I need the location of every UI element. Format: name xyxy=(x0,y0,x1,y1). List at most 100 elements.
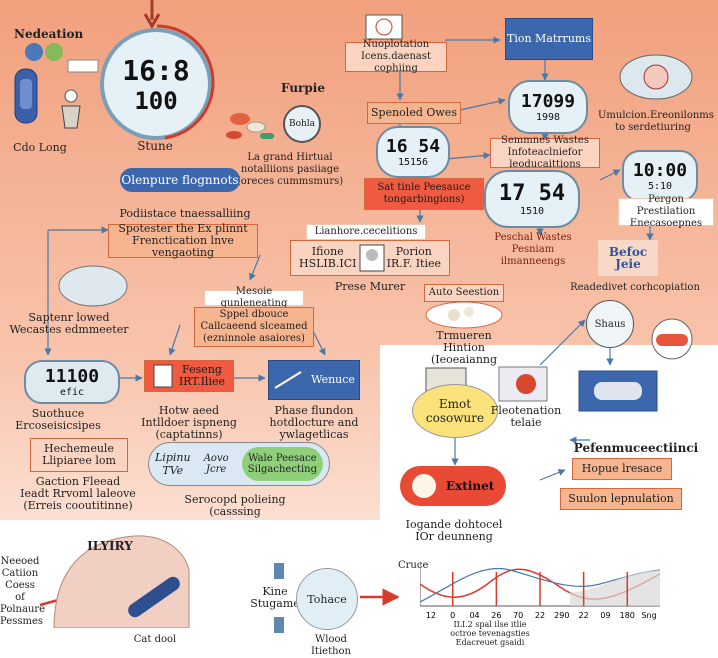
device-label: Cdo Long xyxy=(13,141,67,154)
big-monitor: 16:8 100 xyxy=(100,28,212,140)
hechemele-box: Hechemeule Llipiaree lom xyxy=(30,438,128,472)
chart-title: Cruce xyxy=(398,560,429,571)
lcd-1654-line1: 16 54 xyxy=(385,136,441,157)
lcd-1654: 16 54 15156 xyxy=(376,126,450,178)
chart-tick-label: 0 xyxy=(450,611,455,620)
feseng-caption: Hotw aeed Intlldoer ispneng (captatinns) xyxy=(141,404,237,441)
furpie-caption: La grand Hirtual notalliions pasiiage (o… xyxy=(236,152,344,187)
lcd-1654-line2: 15156 xyxy=(397,157,429,168)
feseng-label: Feseng IRT.Iliee xyxy=(178,363,225,388)
umulcion-text: Umulcion.Ereonilonms to serdetiuring xyxy=(598,110,714,133)
wenuce-label: Wenuce xyxy=(311,373,355,386)
lcd-1799: 17099 1998 xyxy=(508,80,588,134)
kine-caption: Wlood Itiethon xyxy=(310,634,351,657)
feseng-box: Feseng IRT.Iliee xyxy=(144,360,234,392)
kine-text: Kine Stugame xyxy=(250,585,300,610)
monitor-label: Stune xyxy=(137,139,173,153)
lianhore-caption: Prese Murer xyxy=(334,280,406,293)
befoc-caption: Readedivet corhcopiation xyxy=(570,282,700,293)
emot-oval: Emot cosowure xyxy=(412,384,498,438)
device-1100-caption: Suothuce Ercoseisicsipes xyxy=(15,407,101,432)
vial-bottom-icon xyxy=(274,617,284,633)
inhaler-device-icon xyxy=(14,68,38,124)
lcd-1799-line2: 1998 xyxy=(535,112,561,123)
brain-scan-icon xyxy=(619,54,693,100)
spenoled-box: Spenoled Owes xyxy=(367,102,461,124)
lipinu-pill: Lipinu TVe Aovo Jcre Wale Peesace Silgac… xyxy=(148,442,330,486)
tion-matrums-label: Tion Matrrums xyxy=(507,32,591,45)
lianhore-panel: Ifione HSLIB.ICI Porion IR.F. Itiee xyxy=(290,240,450,276)
olenpure-box: Spotester the Ex plinnt Frenctication ln… xyxy=(108,223,258,259)
lcd-1754-line1: 17 54 xyxy=(498,181,566,206)
pill-icons xyxy=(25,43,99,73)
chart-tick-label: 22 xyxy=(535,611,545,620)
device-1100-line1: 11100 xyxy=(44,366,100,387)
pefnernec-box1: Hopue lresace xyxy=(572,458,672,480)
chart-note: ILI.2 spal ilse itlie octroe tevenagstie… xyxy=(450,620,530,647)
furpie-title: Furpie xyxy=(281,81,325,95)
nedeation-title: Nedeation xyxy=(14,27,84,41)
pefnernec-box2: Suulon lepnulation xyxy=(560,488,682,510)
lianhore-left: Ifione HSLIB.ICI xyxy=(299,245,357,270)
lipinu-left: Lipinu TVe xyxy=(155,451,191,477)
lcd-1799-line1: 17099 xyxy=(520,91,576,112)
chart-tick-label: 70 xyxy=(513,611,523,620)
hechemele-caption: Gaction Fleead Ieadt Rrvoml laleove (Err… xyxy=(20,475,136,512)
chart-tick-label: 26 xyxy=(491,611,501,620)
exitmet-caption: Iogande dohtocel IOr deunneng xyxy=(405,518,503,543)
pefnernec-header: Pefenmuceectiinci xyxy=(573,441,699,455)
chart-area-grey xyxy=(570,570,660,606)
chart-tick-label: 22 xyxy=(579,611,589,620)
sat-tile-box: Sat tinle Peesauce tongarbingions) xyxy=(364,178,484,210)
chart-tick-label: 09 xyxy=(600,611,610,620)
semmnes-box: Semmnes Wastes Infoteaclniefor leoducait… xyxy=(490,135,600,170)
tion-matrums-box: Tion Matrrums xyxy=(505,18,593,60)
exitmet-pill: Extinet xyxy=(400,466,506,506)
befoc-box: Befoc Jeie xyxy=(598,240,658,276)
furpie-circle: Bohla xyxy=(283,105,321,143)
van-icon xyxy=(578,370,658,412)
injury-title: ILYIRY xyxy=(87,539,133,553)
auto-section-caption: Trmueren Hintion (Ieoeaianng xyxy=(430,329,498,366)
chart-tick-label: Sng xyxy=(641,611,656,620)
lcd-1754: 17 54 1510 xyxy=(484,170,580,228)
lianhore-right: Porion IR.F. Itiee xyxy=(386,245,441,270)
spark-icon xyxy=(412,474,436,498)
nupolotion-icon xyxy=(365,14,403,40)
portrait-icon xyxy=(359,244,385,272)
shaus-circle: Shaus xyxy=(586,300,634,348)
vial-top-icon xyxy=(274,563,284,579)
shoulder-figure-icon xyxy=(53,535,190,628)
injury-caption: Cat dool xyxy=(133,634,177,645)
lipinu-caption: Serocopd polieing (casssing xyxy=(184,493,286,518)
fleotenation-icon xyxy=(498,366,548,402)
big-monitor-line1: 16:8 xyxy=(122,53,190,87)
wenuce-caption: Phase flundon hotdlocture and ywlagetlic… xyxy=(269,404,359,441)
pills-tray-icon xyxy=(425,301,503,329)
left-device-caption: Saptenr lowed Wecastes edmmeeter xyxy=(9,311,129,336)
red-arrow-down-icon xyxy=(143,0,161,29)
injury-left-text: Neeoed Catiion Coess of Polnaure Pessmes xyxy=(0,556,46,627)
chart-tick-label: 180 xyxy=(620,611,635,620)
kine-circle: Tohace xyxy=(296,568,358,630)
lipinu-right: Wale Peesace Silgachecting xyxy=(241,447,323,481)
pergon-box: Pergon Prestilation Enecasoepnes xyxy=(618,194,714,229)
olenpure-pill: Olenpure flognnots xyxy=(120,168,240,192)
red-circular-arrow-icon xyxy=(156,24,215,140)
big-monitor-line2: 100 xyxy=(134,86,178,115)
wenuce-box: Wenuce xyxy=(268,360,360,400)
lipinu-mid: Aovo Jcre xyxy=(203,453,229,475)
lcd-1000-line2: 5:10 xyxy=(647,181,673,192)
device-1100-line2: efic xyxy=(59,387,85,398)
left-device-icon xyxy=(58,265,128,307)
peschal-text: Peschal Wastes Pesniam ilmanneengs xyxy=(494,232,572,267)
chart-tick-label: 04 xyxy=(469,611,479,620)
olenpure-heading: Podiistace tnaessalliing xyxy=(119,207,251,220)
mesoie-box: Sppel dbouce Callcaeend slceamed (ezninn… xyxy=(194,307,314,347)
device-1100: 11100 efic xyxy=(24,360,120,404)
cup-icon xyxy=(61,89,81,129)
capsule-icon xyxy=(651,318,693,360)
portrait-icon xyxy=(153,364,173,388)
mesoie-header: Mesoie gunleneating xyxy=(204,286,304,309)
